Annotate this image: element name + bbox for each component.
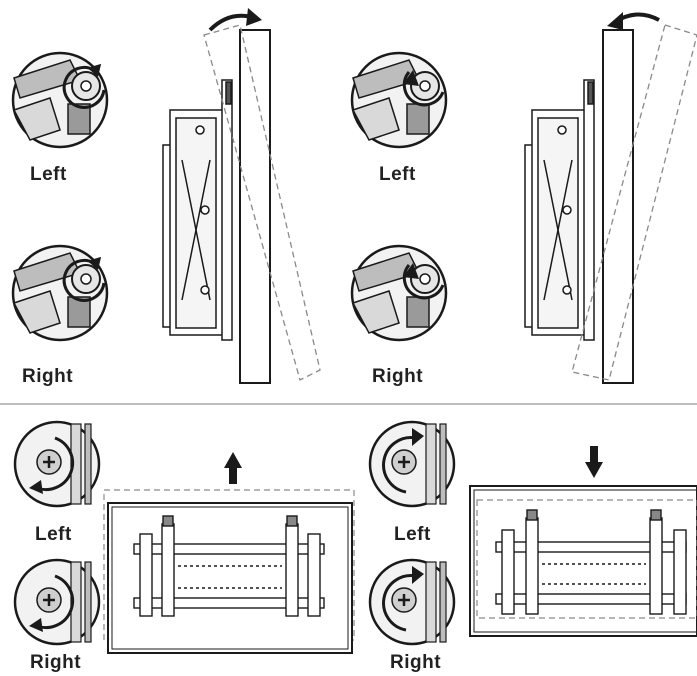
label-right: Right <box>30 652 82 673</box>
label-right: Right <box>390 652 442 673</box>
height-screw-detail-right <box>368 558 456 646</box>
height-screw-detail-left <box>368 420 456 508</box>
tv-panel-side <box>602 29 634 384</box>
label-right: Right <box>372 366 424 387</box>
label-right: Right <box>22 366 74 387</box>
section-divider <box>0 403 697 405</box>
adjust-knob-detail-right <box>11 244 109 342</box>
tv-previous-position-ghost <box>476 499 697 619</box>
tilt-forward-panel <box>11 8 321 384</box>
lower-panel <box>368 420 697 646</box>
height-screw-detail-left <box>13 420 101 508</box>
arrow-down-icon <box>585 446 603 478</box>
arrow-up-icon <box>224 452 242 484</box>
tilt-arrow-icon <box>208 8 262 32</box>
adjust-knob-detail-left <box>11 51 109 149</box>
label-left: Left <box>30 164 67 185</box>
label-left: Left <box>379 164 416 185</box>
label-left: Left <box>35 524 72 545</box>
wall-bracket-side-view <box>524 79 595 341</box>
tv-tilted-ghost <box>203 24 321 381</box>
wall-bracket-side-view <box>162 79 233 341</box>
tv-tilted-ghost <box>571 24 697 381</box>
adjust-knob-detail-right <box>350 244 448 342</box>
raise-panel <box>13 420 355 654</box>
wall-bracket-front-view <box>133 515 325 617</box>
tilt-arrow-icon <box>607 12 660 30</box>
wall-bracket-front-view <box>495 509 687 615</box>
height-screw-detail-right <box>13 558 101 646</box>
label-left: Left <box>394 524 431 545</box>
adjust-knob-detail-left <box>350 51 448 149</box>
tv-panel-side <box>239 29 271 384</box>
tilt-backward-panel <box>350 12 697 384</box>
